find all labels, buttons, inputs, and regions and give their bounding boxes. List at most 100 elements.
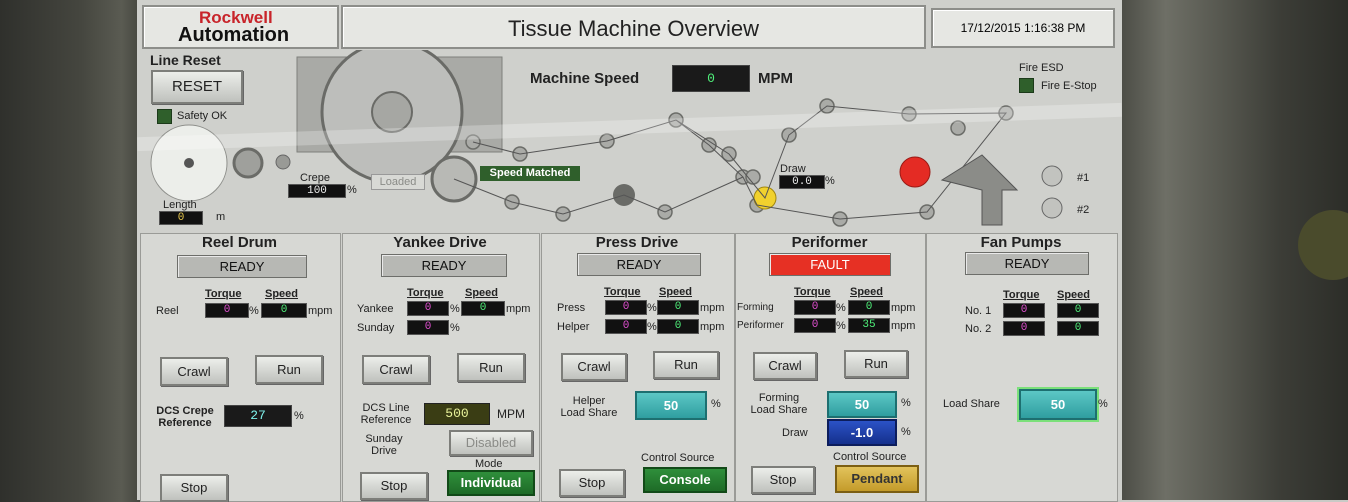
fan-load-share-unit: % [1098, 398, 1108, 410]
helper-speed-value: 0 [657, 319, 699, 334]
yankee-crawl-button[interactable]: Crawl [362, 355, 430, 384]
length-unit: m [216, 211, 226, 223]
helper-load-share-unit: % [711, 398, 721, 410]
fan-row1-label: No. 1 [965, 305, 992, 317]
crepe-unit: % [347, 184, 357, 196]
logo-box: Rockwell Automation [142, 5, 339, 49]
periformer-torque-header: Torque [794, 286, 831, 298]
crepe-value: 100 [288, 184, 346, 198]
reel-drum-roll [232, 147, 264, 179]
press-torque-unit: % [647, 302, 657, 314]
reel-crawl-button[interactable]: Crawl [160, 357, 228, 386]
periformer-stop-button[interactable]: Stop [751, 466, 815, 494]
fan-load-share-label: Load Share [943, 398, 1000, 410]
yankee-dcs-line-label: DCS Line Reference [360, 402, 412, 426]
fire-esd-label: Fire ESD [1019, 62, 1064, 74]
reel-core [184, 158, 194, 168]
reel-drum-status: READY [177, 255, 307, 278]
press-row2-label: Helper [557, 321, 590, 333]
periformer-run-button[interactable]: Run [844, 350, 908, 378]
speed-matched-indicator: Speed Matched [480, 166, 580, 181]
yankee-speed-value: 0 [461, 301, 505, 316]
press-speed-unit: mpm [700, 302, 725, 314]
reel-run-button[interactable]: Run [255, 355, 323, 384]
sheet-roll [275, 154, 291, 170]
fan-pump-2 [1041, 197, 1063, 219]
fan-pump-1-label: #1 [1077, 172, 1090, 184]
page-title: Tissue Machine Overview [507, 16, 760, 41]
periformer-row1-label: Forming [737, 302, 774, 313]
line-reset-label: Line Reset [150, 52, 221, 68]
title-box: Tissue Machine Overview [341, 5, 926, 49]
safety-ok-indicator [157, 109, 172, 124]
periformer-title: Periformer [791, 234, 868, 251]
yankee-dcs-line-unit: MPM [497, 407, 525, 421]
machine-speed-unit: MPM [758, 70, 793, 87]
periformer-draw-input[interactable]: -1.0 [827, 419, 897, 446]
reel-row-label: Reel [156, 305, 179, 317]
press-speed-value: 0 [657, 300, 699, 315]
periformer-torque-value: 0 [794, 318, 836, 333]
helper-load-share-input[interactable]: 50 [635, 391, 707, 420]
monitor-bezel [1120, 0, 1348, 500]
periformer-speed-header: Speed [850, 286, 884, 298]
fan-pumps-status: READY [965, 252, 1089, 275]
forming-load-share-unit: % [901, 397, 911, 409]
forming-load-share-label: Forming Load Share [750, 392, 808, 416]
reel-dcs-crepe-label: DCS Crepe Reference [156, 405, 214, 429]
safety-ok-label: Safety OK [177, 110, 228, 122]
forming-load-share-input[interactable]: 50 [827, 391, 897, 418]
process-diagram [150, 50, 1063, 227]
periformer-control-source-button[interactable]: Pendant [835, 465, 919, 493]
headbox-arrow [940, 154, 1019, 226]
draw-value: 0.0 [779, 175, 825, 189]
yankee-torque-header: Torque [407, 287, 444, 299]
reel-speed-unit: mpm [308, 305, 333, 317]
periformer-speed-unit: mpm [891, 320, 916, 332]
fan-pump-1 [1041, 165, 1063, 187]
reel-speed-value: 0 [261, 303, 307, 318]
mode-individual-button[interactable]: Individual [447, 470, 535, 496]
yankee-speed-header: Speed [465, 287, 499, 299]
yankee-row2-label: Sunday [357, 322, 395, 334]
datetime: 17/12/2015 1:16:38 PM [960, 21, 1086, 35]
forming-torque-unit: % [836, 302, 846, 314]
reel-torque-header: Torque [205, 288, 242, 300]
press-torque-value: 0 [605, 300, 647, 315]
yankee-drive-title: Yankee Drive [393, 234, 487, 251]
reel-stop-button[interactable]: Stop [160, 474, 228, 502]
mode-label: Mode [475, 458, 503, 470]
press-control-source-button[interactable]: Console [643, 467, 727, 493]
forming-torque-value: 0 [794, 300, 836, 315]
yankee-run-button[interactable]: Run [457, 353, 525, 382]
press-stop-button[interactable]: Stop [559, 469, 625, 497]
press-speed-header: Speed [659, 286, 693, 298]
periformer-torque-unit: % [836, 320, 846, 332]
periformer-status: FAULT [769, 253, 891, 276]
yankee-hub [371, 91, 413, 133]
forming-speed-unit: mpm [891, 302, 916, 314]
yankee-stop-button[interactable]: Stop [360, 472, 428, 500]
periformer-draw-label: Draw [782, 427, 808, 439]
helper-speed-unit: mpm [700, 321, 725, 333]
fire-estop-label: Fire E-Stop [1041, 80, 1097, 92]
fan2-speed-value: 0 [1057, 321, 1099, 336]
sunday-drive-disabled-button[interactable]: Disabled [449, 430, 533, 456]
fan-pumps-panel [926, 233, 1118, 502]
periformer-crawl-button[interactable]: Crawl [753, 352, 817, 380]
yankee-dcs-line-value: 500 [424, 403, 490, 425]
press-run-button[interactable]: Run [653, 351, 719, 379]
press-crawl-button[interactable]: Crawl [561, 353, 627, 381]
reset-button[interactable]: RESET [151, 70, 243, 104]
fan-load-share-input[interactable]: 50 [1017, 387, 1099, 422]
periformer-speed-value: 35 [848, 318, 890, 333]
fan2-torque-value: 0 [1003, 321, 1045, 336]
yankee-row1-label: Yankee [357, 303, 394, 315]
periformer-row2-label: Periformer [737, 320, 784, 331]
reel-torque-unit: % [249, 305, 259, 317]
press-drive-status: READY [577, 253, 701, 276]
press-torque-header: Torque [604, 286, 641, 298]
felt-path [472, 105, 1008, 220]
wire-path [453, 176, 744, 215]
periformer-draw-unit: % [901, 426, 911, 438]
